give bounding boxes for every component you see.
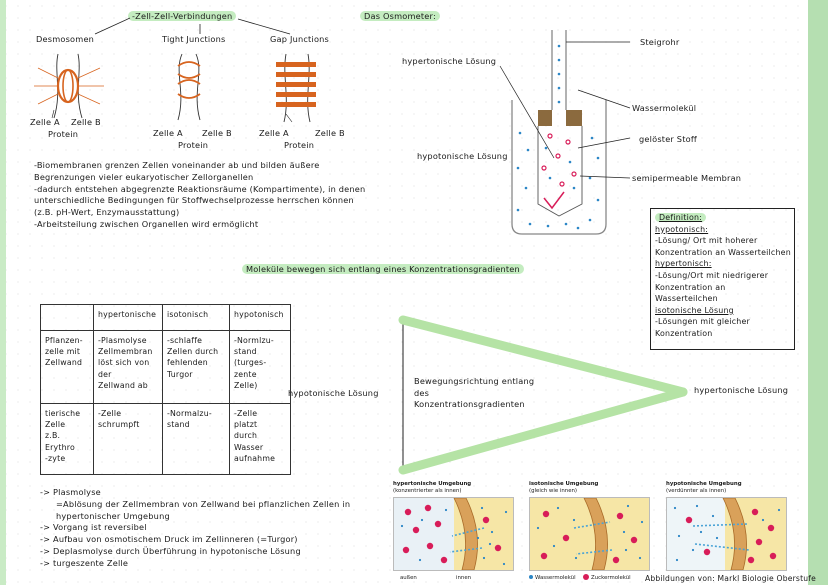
figure3-title: hypotonische Umgebung <box>666 481 742 487</box>
water-legend-icon <box>529 575 533 579</box>
plasmolyse-line: -> Plasmolyse <box>40 487 101 497</box>
note-line: Begrenzungen vieler eukaryotischer Zello… <box>34 171 254 182</box>
gap-zelle-b: Zelle B <box>315 128 345 138</box>
figure-hypotonic <box>666 497 787 571</box>
figure-isotonic <box>529 497 650 571</box>
label-gap-junctions: Gap Junctions <box>270 34 330 44</box>
label-semipermeable-membran: semipermeable Membran <box>632 173 742 183</box>
osmometer-pointer-lines <box>499 41 631 179</box>
desmo-protein: Protein <box>48 129 79 139</box>
gap-zelle-a: Zelle A <box>259 128 289 138</box>
label-tight-junctions: Tight Junctions <box>162 34 226 44</box>
membrane-notes: -Biomembranen grenzen Zellen voneinander… <box>34 160 365 231</box>
def-line: -Lösung/Ort mit niedrigerer <box>655 270 769 280</box>
def-line: -Lösung/ Ort mit hoherer <box>655 236 758 246</box>
figure2-sub: (gleich wie innen) <box>529 488 578 494</box>
plasmolyse-line: =Ablösung der Zellmembran von Zellwand b… <box>56 498 351 509</box>
sugar-legend-icon <box>583 574 589 580</box>
figure3-sub: (verdünnter als innen) <box>666 488 727 494</box>
tight-zelle-b: Zelle B <box>202 128 232 138</box>
definition-title: Definition: <box>655 213 707 222</box>
note-line: -dadurch entstehen abgegrenzte Reaktions… <box>34 183 366 194</box>
gap-protein: Protein <box>284 140 315 150</box>
plasmolyse-notes: -> Plasmolyse =Ablösung der Zellmembran … <box>40 487 350 570</box>
label-hypotonische-loesung: hypotonische Lösung <box>417 151 508 161</box>
plasmolyse-line: -> Deplasmolyse durch Überführung in hyp… <box>40 545 301 556</box>
figure-credit: Abbildungen von: Markl Biologie Oberstuf… <box>645 574 817 583</box>
table-row: Pflanzen- zelle mit Zellwand -Plasmolyse… <box>40 330 291 404</box>
gradient-arrow-drawing <box>398 315 688 475</box>
figure1-sub: (konzentrierter als innen) <box>393 488 462 494</box>
plasmolyse-line: hypertonischer Umgebung <box>56 510 170 521</box>
def-line: -Lösungen mit gleicher <box>655 317 750 327</box>
table-cell: Pflanzen- zelle mit Zellwand <box>40 330 94 404</box>
table-header-cell: hypotonisch <box>229 304 291 331</box>
desmo-zelle-a: Zelle A <box>30 117 60 127</box>
tight-junction-drawing <box>177 53 201 121</box>
gradient-right-label: hypertonische Lösung <box>694 385 789 395</box>
note-line: -Arbeitsteilung zwischen Organellen wird… <box>34 218 259 229</box>
table-header-cell <box>40 304 94 331</box>
def-line: Wasserteilchen <box>655 294 718 304</box>
table-row: tierische Zelle z.B. Erythro -zyte -Zell… <box>40 403 291 475</box>
tight-zelle-a: Zelle A <box>153 128 183 138</box>
def-hypo-label: hypotonisch: <box>655 224 709 234</box>
gradient-heading: Moleküle bewegen sich entlang eines Konz… <box>242 264 524 274</box>
label-desmosomen: Desmosomen <box>36 34 95 44</box>
desmosome-drawing <box>34 53 104 119</box>
plasmolyse-line: -> turgeszente Zelle <box>40 557 129 568</box>
legend-aussen: außen <box>400 575 417 581</box>
label-hypertonische-loesung: hypertonische Lösung <box>402 56 497 66</box>
osmometer-title: Das Osmometer: <box>360 11 440 21</box>
legend-innen: innen <box>456 575 472 581</box>
table-cell: -Zelle schrumpft <box>93 403 163 475</box>
legend-sugar: Zuckermolekül <box>591 575 631 581</box>
tight-protein: Protein <box>178 140 209 150</box>
def-line: Konzentration an Wasserteilchen <box>655 247 791 257</box>
osmometer-drawing <box>511 30 607 235</box>
label-wassermolekuel: Wassermolekül <box>632 103 697 113</box>
right-accent-bar <box>808 0 828 585</box>
gradient-left-label: hypotonische Lösung <box>288 388 379 398</box>
desmo-zelle-b: Zelle B <box>71 117 101 127</box>
table-cell: -Normlzu- stand (turges- zente Zelle) <box>229 330 291 404</box>
def-hyper-label: hypertonisch: <box>655 259 712 269</box>
def-line: Konzentration <box>655 328 713 338</box>
def-line: Konzentration an <box>655 282 726 292</box>
table-cell: tierische Zelle z.B. Erythro -zyte <box>40 403 94 475</box>
plasmolyse-line: -> Vorgang ist reversibel <box>40 522 147 533</box>
table-header-cell: hypertonische <box>93 304 163 331</box>
junctions-title: -Zell-Zell-Verbindungen <box>128 11 237 21</box>
table-cell: -schlaffe Zellen durch fehlenden Turgor <box>162 330 230 404</box>
gap-junction-drawing <box>276 53 316 123</box>
left-accent-bar <box>0 0 6 585</box>
table-cell: -Plasmolyse Zellmembran löst sich von de… <box>93 330 163 404</box>
table-header-cell: isotonisch <box>162 304 230 331</box>
plasmolyse-line: -> Aufbau von osmotischem Druck im Zelli… <box>40 534 298 545</box>
figure2-title: isotonische Umgebung <box>529 481 599 487</box>
figure1-title: hypertonische Umgebung <box>393 481 472 487</box>
figure-hypertonic <box>393 497 514 571</box>
table-cell: -Normalzu- stand <box>162 403 230 475</box>
note-line: (z.B. pH-Wert, Enzymausstattung) <box>34 207 180 218</box>
osmosis-table: hypertonische isotonisch hypotonisch Pfl… <box>40 304 291 475</box>
def-iso-label: isotonische Lösung <box>655 305 734 315</box>
note-line: unterschiedliche Bedingungen für Stoffwe… <box>34 195 354 206</box>
label-steigrohr: Steigrohr <box>640 37 680 47</box>
table-cell: -Zelle platzt durch Wasser aufnahme <box>229 403 291 475</box>
gradient-middle-label: Bewegungsrichtung entlang des Konzentrat… <box>414 376 535 409</box>
label-geloester-stoff: gelöster Stoff <box>639 134 697 144</box>
table-header-row: hypertonische isotonisch hypotonisch <box>40 304 291 331</box>
note-line: -Biomembranen grenzen Zellen voneinander… <box>34 160 320 170</box>
legend-water: Wassermolekül <box>535 575 576 581</box>
definition-box: Definition: hypotonisch: -Lösung/ Ort mi… <box>650 208 795 350</box>
junctions-connector-lines <box>94 17 291 35</box>
